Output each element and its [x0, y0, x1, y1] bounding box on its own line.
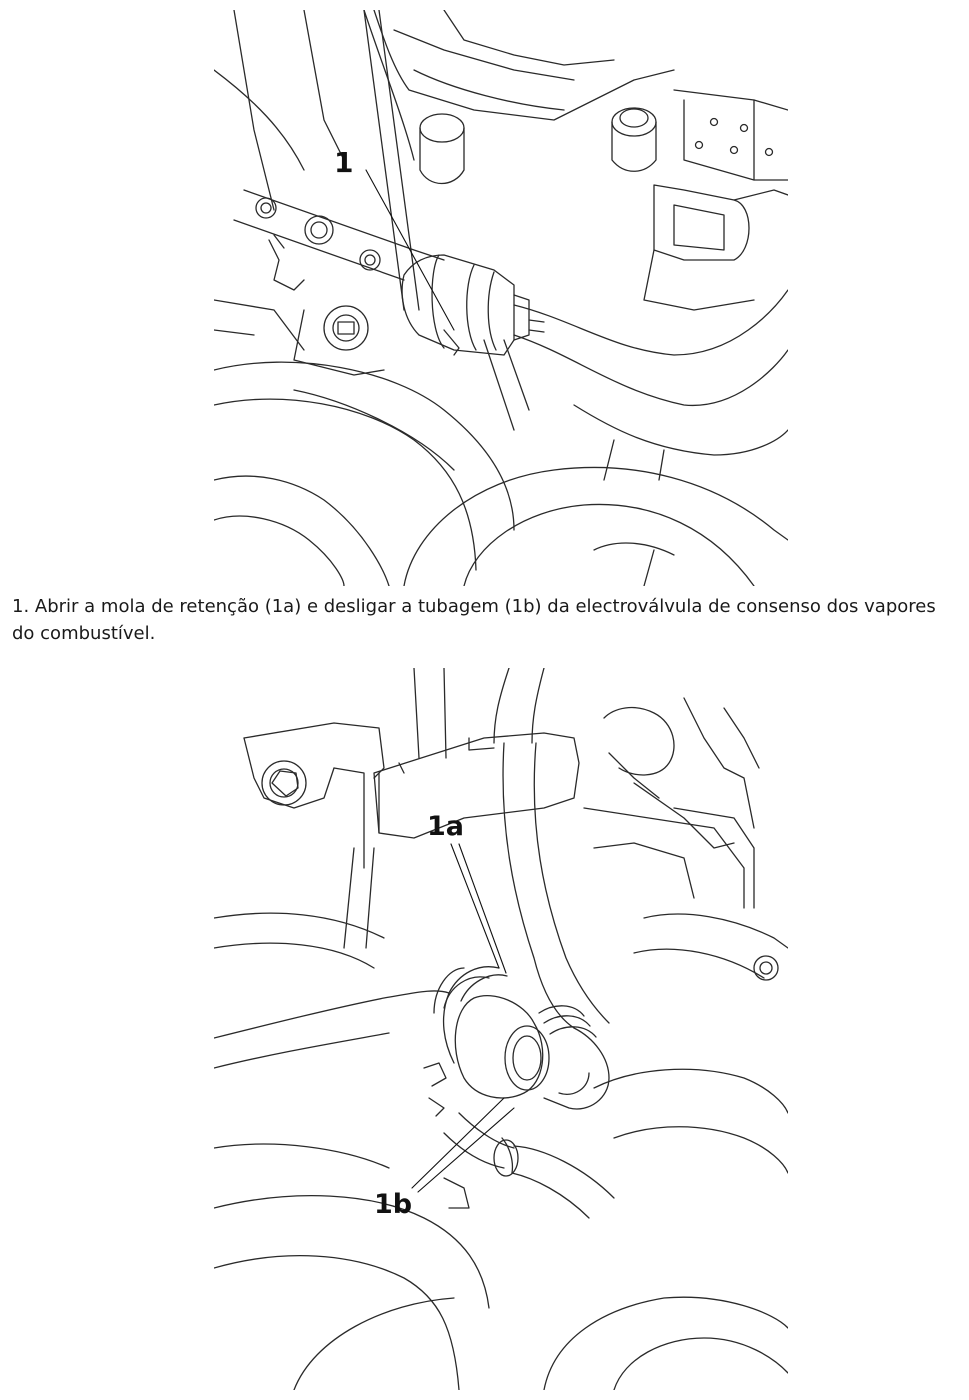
technical-illustration-bottom: 1a 1b: [214, 668, 788, 1390]
callout-label-1b: 1b: [374, 1189, 412, 1220]
callout-label-1a: 1a: [427, 811, 464, 842]
callout-label-1: 1: [334, 146, 353, 179]
technical-illustration-top: 1: [214, 10, 788, 586]
step-instruction-text: 1. Abrir a mola de retenção (1a) e desli…: [12, 596, 936, 644]
